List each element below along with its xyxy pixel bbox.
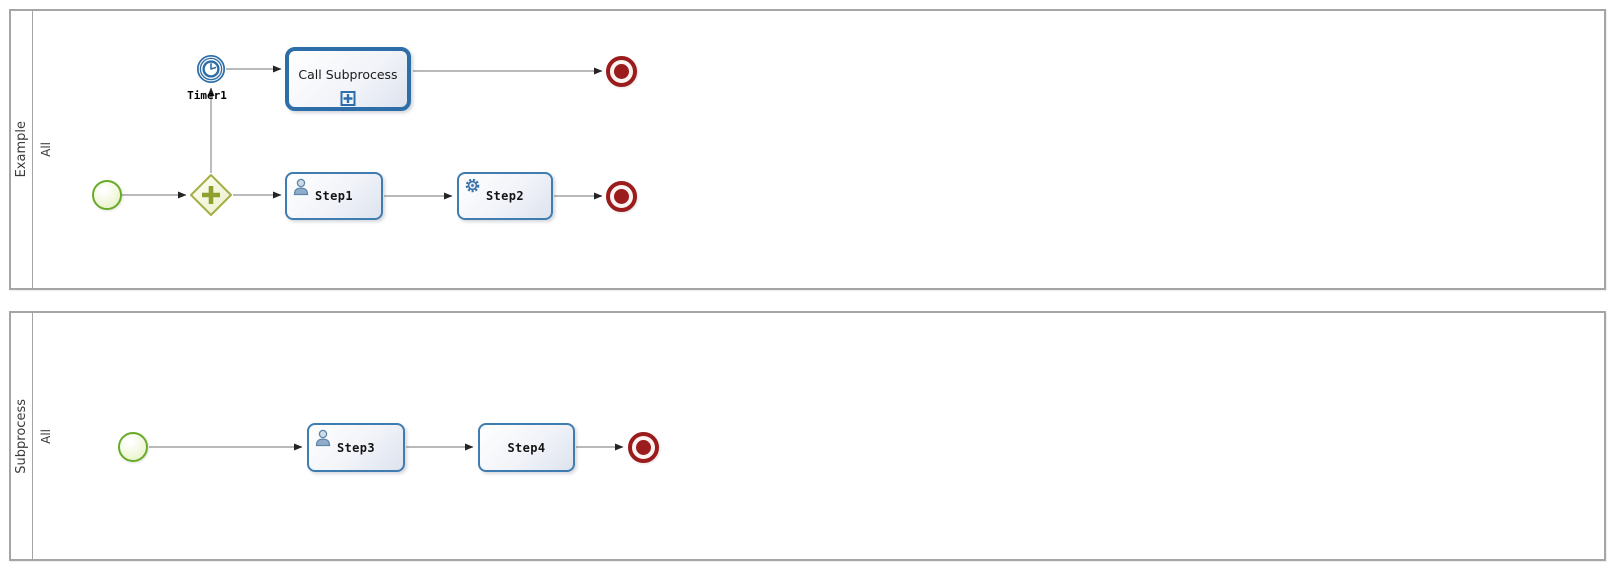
end-event-2[interactable] (606, 181, 637, 212)
task-label: Step3 (336, 440, 376, 455)
user-task-step1[interactable]: Step1 (285, 172, 383, 220)
timer-clock-icon (202, 60, 220, 78)
user-icon (293, 178, 309, 196)
timer-label: Timer1 (187, 89, 227, 102)
start-event-2[interactable] (118, 432, 148, 462)
task-step4[interactable]: Step4 (478, 423, 575, 472)
user-task-step3[interactable]: Step3 (307, 423, 405, 472)
task-label: Step2 (485, 189, 525, 203)
end-event-1[interactable] (606, 56, 637, 87)
subprocess-plus-icon (340, 91, 356, 106)
service-task-step2[interactable]: Step2 (457, 172, 553, 220)
pool-example-header[interactable]: Example (11, 11, 33, 288)
pool-example[interactable]: Example All (9, 9, 1606, 290)
call-activity-label: Call Subprocess (298, 66, 398, 82)
parallel-gateway[interactable] (189, 173, 233, 217)
gear-icon (465, 178, 480, 193)
pool-subprocess[interactable]: Subprocess All (9, 311, 1606, 561)
end-event-3[interactable] (628, 432, 659, 463)
call-activity-call-subprocess[interactable]: Call Subprocess (285, 47, 411, 111)
plus-gateway-icon (202, 186, 220, 204)
start-event-1[interactable] (92, 180, 122, 210)
timer-intermediate-event[interactable] (196, 54, 226, 84)
task-label: Step4 (507, 440, 546, 455)
task-label: Step1 (314, 189, 354, 203)
user-icon (315, 429, 331, 447)
pool-subprocess-header[interactable]: Subprocess (11, 313, 33, 559)
